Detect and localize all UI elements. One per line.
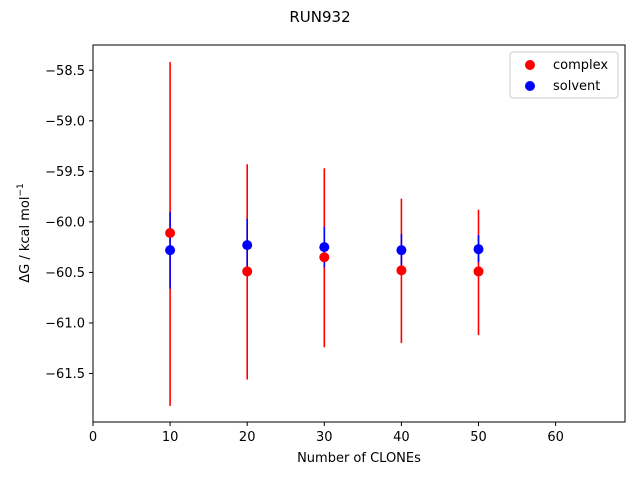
data-point-solvent	[396, 245, 407, 256]
x-tick-label: 30	[316, 430, 333, 445]
y-tick-label: −60.5	[45, 266, 85, 281]
data-point-complex	[473, 266, 484, 277]
legend-box	[509, 51, 619, 99]
x-axis: 0 10 20 30 40 50 60	[89, 422, 564, 445]
data-point-complex	[396, 265, 407, 276]
x-tick-label: 50	[470, 430, 487, 445]
x-tick-label: 0	[89, 430, 97, 445]
data-point-complex	[165, 227, 176, 238]
x-tick-label: 10	[162, 430, 179, 445]
data-point-complex	[319, 252, 330, 263]
legend-label-complex: complex	[553, 58, 608, 73]
y-axis-label: ΔG / kcal mol−1	[16, 183, 33, 283]
x-axis-label: Number of CLONEs	[297, 451, 421, 466]
error-bars	[169, 62, 480, 406]
y-tick-label: −59.0	[45, 114, 85, 129]
legend: complex solvent	[509, 51, 619, 99]
data-point-complex	[242, 266, 253, 277]
legend-marker-solvent	[525, 81, 535, 91]
y-axis: −61.5 −61.0 −60.5 −60.0 −59.5 −59.0 −58.5	[45, 64, 93, 382]
data-point-solvent	[242, 240, 253, 251]
y-tick-label: −61.0	[45, 316, 85, 331]
y-tick-label: −58.5	[45, 64, 85, 79]
data-point-solvent	[473, 244, 484, 255]
chart-title: RUN932	[289, 8, 350, 26]
y-tick-label: −59.5	[45, 165, 85, 180]
legend-label-solvent: solvent	[553, 79, 600, 94]
x-tick-label: 20	[239, 430, 256, 445]
legend-marker-complex	[525, 60, 535, 70]
y-axis-label-main: ΔG / kcal mol	[18, 197, 33, 283]
data-points	[165, 227, 484, 277]
x-tick-label: 60	[547, 430, 564, 445]
data-point-solvent	[319, 242, 330, 253]
y-axis-label-superscript: −1	[16, 183, 26, 196]
x-tick-label: 40	[393, 430, 410, 445]
plot-area-frame	[92, 44, 626, 423]
y-tick-label: −61.5	[45, 367, 85, 382]
y-tick-label: −60.0	[45, 215, 85, 230]
data-point-solvent	[165, 245, 176, 256]
